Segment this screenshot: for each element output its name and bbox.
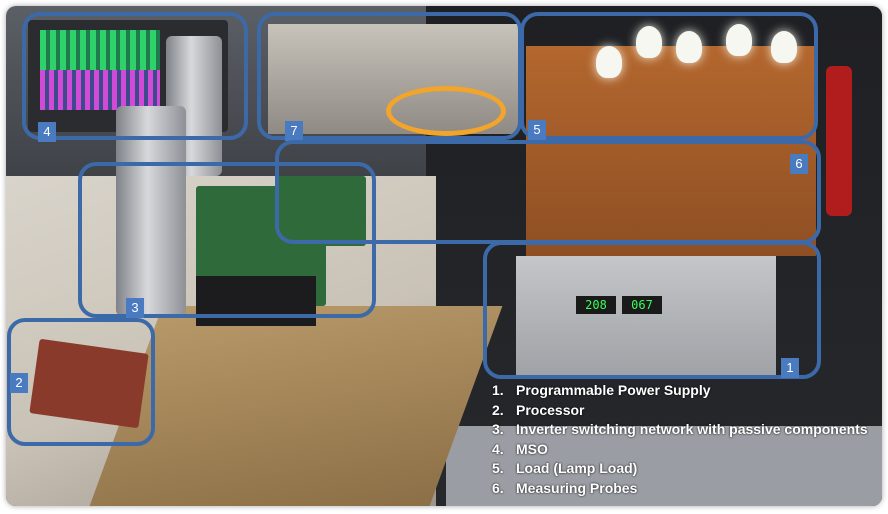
legend-item: 6.Measuring Probes [492, 479, 638, 496]
callout-badge-3: 3 [126, 298, 144, 318]
oscilloscope-trace [40, 70, 160, 110]
lamp-bulb [771, 31, 797, 63]
lamp-bulb [726, 24, 752, 56]
legend-item: 2.Processor [492, 401, 585, 418]
callout-badge-6: 6 [790, 154, 808, 174]
legend-item: 3.Inverter switching network with passiv… [492, 421, 868, 438]
callout-box-5 [520, 12, 818, 140]
fire-extinguisher [826, 66, 852, 216]
callout-box-2 [7, 318, 155, 446]
psu-right-readout: 067 [622, 296, 662, 314]
floor [446, 426, 882, 506]
legend-item: 1.Programmable Power Supply [492, 382, 711, 398]
legend-item: 4.MSO [492, 440, 548, 457]
callout-badge-2: 2 [10, 373, 28, 393]
callout-badge-7: 7 [285, 121, 303, 141]
lamp-load-board [526, 46, 816, 256]
lamp-bulb [596, 46, 622, 78]
psu-left-readout: 208 [576, 296, 616, 314]
callout-badge-4: 4 [38, 122, 56, 142]
callout-box-4 [22, 12, 248, 140]
power-supply [516, 256, 776, 376]
callout-badge-1: 1 [781, 358, 799, 378]
legend-item: 5.Load (Lamp Load) [492, 460, 638, 477]
callout-badge-5: 5 [528, 120, 546, 140]
callout-box-1 [483, 241, 821, 379]
yellow-cable [386, 86, 506, 136]
lamp-bulb [676, 31, 702, 63]
capacitor [116, 106, 186, 316]
component-legend: 1.Programmable Power Supply 2.Processor … [492, 381, 868, 499]
callout-box-3 [78, 162, 376, 318]
lamp-bulb [636, 26, 662, 58]
